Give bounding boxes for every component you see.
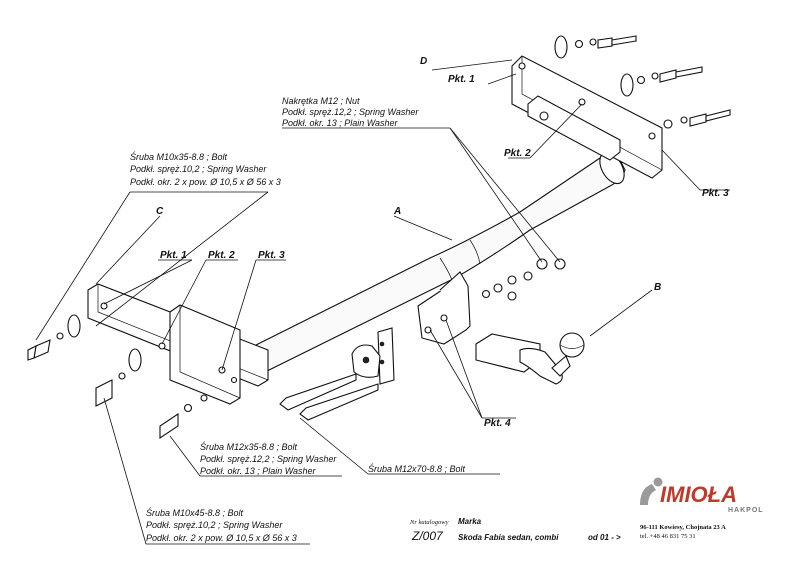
catalog-code: Z/007: [411, 529, 444, 543]
left-bracket-hardware: [27, 314, 208, 440]
callout-pkt2-right: Pkt. 2: [504, 148, 531, 159]
note-bolt-m10x35-3: Podkł. okr. 2 x pow. Ø 10,5 x Ø 56 x 3: [130, 177, 281, 187]
long-bolts-m12x70: [279, 373, 379, 421]
left-mount-bracket: [87, 283, 269, 405]
logo-sub: HAKPOL: [728, 507, 764, 514]
model-year: od 01 - >: [588, 533, 621, 542]
callout-pkt3-right: Pkt. 3: [702, 188, 729, 199]
brand-label: Marka: [458, 517, 482, 526]
callout-b: B: [654, 282, 661, 293]
towball-assembly: [475, 332, 585, 385]
note-bolt-m10x35: Śruba M10x35-8.8 ; Bolt Podkł. spręż.10,…: [130, 151, 281, 187]
note-bolt-m12x35-2: Podkł. spręż.12,2 ; Spring Washer: [200, 454, 337, 464]
vehicle-model: Skoda Fabia sedan, combi: [458, 533, 559, 542]
catalog-label: Nr katalogowy: [409, 519, 449, 526]
leader-lines: [35, 59, 730, 545]
callout-pkt3-left: Pkt. 3: [258, 250, 285, 261]
towball-logo-icon: [640, 477, 663, 505]
note-spring-washer: Podkł. spręż.12,2 ; Spring Washer: [282, 107, 419, 117]
footer-info: Nr katalogowy Marka Z/007 Skoda Fabia se…: [409, 517, 726, 543]
note-bolt-m10x45: Śruba M10x45-8.8 ; Bolt Podkł. spręż.10,…: [146, 507, 297, 543]
right-bracket-hardware: [554, 35, 731, 129]
callout-d: D: [420, 56, 427, 67]
note-bolt-m12x35: Śruba M12x35-8.8 ; Bolt Podkł. spręż.12,…: [200, 441, 337, 476]
note-bolt-m10x45-3: Podkł. okr. 2 x pow. Ø 10,5 x Ø 56 x 3: [146, 533, 297, 543]
note-bolt-m12x35-1: Śruba M12x35-8.8 ; Bolt: [200, 441, 298, 452]
company-phone: tel. +48 46 831 75 31: [640, 533, 696, 540]
note-nut-group: Nakrętka M12 ; Nut Podkł. spręż.12,2 ; S…: [282, 96, 419, 128]
note-bolt-m10x45-1: Śruba M10x45-8.8 ; Bolt: [146, 507, 244, 518]
callout-pkt2-left: Pkt. 2: [208, 250, 235, 261]
note-bolt-m10x35-1: Śruba M10x35-8.8 ; Bolt: [130, 151, 228, 162]
callout-pkt1-left: Pkt. 1: [160, 250, 187, 261]
callout-a: A: [393, 206, 401, 217]
centre-mounting-plate: [351, 271, 471, 385]
company-logo: IMIOŁA HAKPOL: [640, 477, 764, 514]
company-address: 96-111 Kowiesy, Chojnata 23 A: [640, 524, 726, 531]
note-nut: Nakrętka M12 ; Nut: [282, 96, 360, 106]
main-crossbar-tube: [249, 151, 626, 373]
centre-nut-washer-stack: [481, 258, 566, 301]
note-bolt-m10x45-2: Podkł. spręż.10,2 ; Spring Washer: [146, 520, 283, 530]
note-bolt-m10x35-2: Podkł. spręż.10,2 ; Spring Washer: [130, 164, 267, 174]
note-bolt-m12x70: Śruba M12x70-8.8 ; Bolt: [368, 463, 466, 474]
right-mount-bracket: [511, 55, 663, 179]
note-plain-washer: Podkł. okr. 13 ; Plain Washer: [282, 118, 399, 128]
callout-pkt1-right: Pkt. 1: [448, 74, 475, 85]
callout-pkt4: Pkt. 4: [484, 418, 511, 429]
callout-c: C: [156, 206, 164, 217]
logo-name: IMIOŁA: [660, 482, 737, 507]
note-bolt-m12x35-3: Podkł. okr. 13 ; Plain Washer: [200, 466, 317, 476]
